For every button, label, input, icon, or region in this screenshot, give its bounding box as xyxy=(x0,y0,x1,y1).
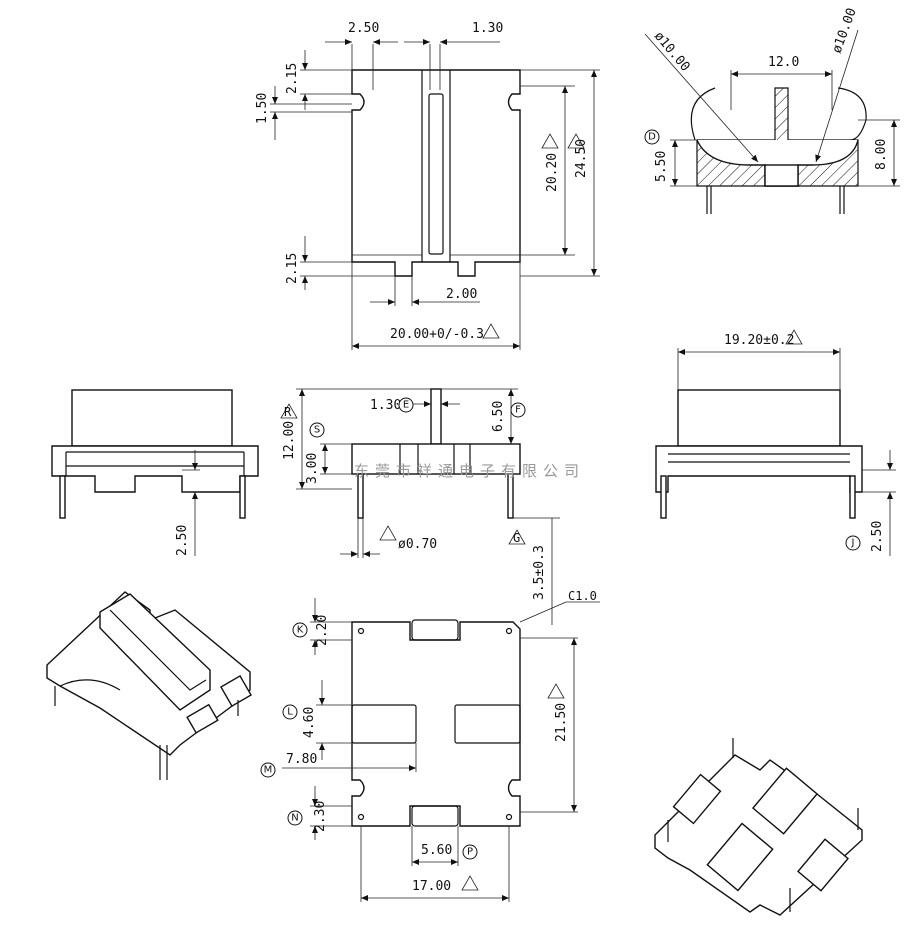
dim-7-80: 7.80 xyxy=(286,752,317,767)
dim-8-00: 8.00 xyxy=(874,139,889,170)
dim-dia-10-left: ø10.00 xyxy=(651,29,693,75)
mark-L: L xyxy=(287,707,293,718)
dim-2-15-bottom: 2.15 xyxy=(285,253,300,284)
iso-view-left xyxy=(46,591,252,780)
dim-3-00: 3.00 xyxy=(305,453,320,484)
section-view: ø10.00 ø10.00 12.0 5.50 D 8.00 xyxy=(644,6,900,214)
dim-24-50: 24.50 xyxy=(574,139,589,178)
mark-N: N xyxy=(291,813,298,824)
dim-12-0: 12.0 xyxy=(768,55,799,70)
mark-G: G xyxy=(513,531,520,545)
mark-K: K xyxy=(297,625,304,636)
top-view: 2.50 1.30 2.15 1.50 20.20 24.50 2.15 xyxy=(255,21,600,350)
dim-6-50: 6.50 xyxy=(491,401,506,432)
mark-M: M xyxy=(264,765,273,776)
bottom-pad-bottom xyxy=(411,805,459,827)
top-view-center-slot xyxy=(428,93,444,255)
mark-F: F xyxy=(515,405,521,416)
mark-E: E xyxy=(403,400,409,411)
dim-2-20: 2.20 xyxy=(315,615,330,646)
mark-S: S xyxy=(314,425,320,436)
mark-D: D xyxy=(648,132,656,143)
side-view-left: 2.50 xyxy=(51,389,259,556)
top-view-outline xyxy=(351,69,521,277)
dim-2-00: 2.00 xyxy=(446,287,477,302)
note-c1-0: C1.0 xyxy=(568,589,597,603)
dim-19-20: 19.20±0.2 xyxy=(724,333,794,348)
dim-2-50-top: 2.50 xyxy=(348,21,379,36)
dim-3-5: 3.5±0.3 xyxy=(532,545,547,600)
front-view: 东莞市祥通电子有限公司 1.30 E 6.50 F 12.00 R 3.00 S… xyxy=(280,388,585,625)
dim-21-50: 21.50 xyxy=(554,703,569,742)
bottom-pad-top xyxy=(411,619,459,641)
dim-17-00: 17.00 xyxy=(412,879,451,894)
mark-P: P xyxy=(467,847,473,858)
dim-2-50-left-side: 2.50 xyxy=(175,525,190,556)
side-view-right: 19.20±0.2 2.50 J xyxy=(655,329,896,556)
dim-dia-0-70: ø0.70 xyxy=(398,537,437,552)
bottom-pad-left xyxy=(351,704,417,744)
dim-1-30-front: 1.30 xyxy=(370,398,401,413)
bottom-view: C1.0 2.20 K 4.60 L 7.80 M 21.50 2.30 N xyxy=(260,589,600,902)
dim-20-00: 20.00+0/-0.3 xyxy=(390,327,484,342)
mark-J: J xyxy=(851,538,855,549)
dim-12-00: 12.00 xyxy=(282,421,297,460)
mark-R: R xyxy=(284,405,292,419)
dim-20-20: 20.20 xyxy=(545,153,560,192)
iso-view-right xyxy=(654,738,863,916)
dim-5-60: 5.60 xyxy=(421,843,452,858)
dim-4-60: 4.60 xyxy=(302,707,317,738)
company-watermark: 东莞市祥通电子有限公司 xyxy=(354,462,585,480)
bottom-pad-right xyxy=(454,704,521,744)
bottom-view-outline xyxy=(351,621,521,827)
dim-dia-10-right: ø10.00 xyxy=(830,6,860,55)
dim-1-50: 1.50 xyxy=(255,93,270,124)
dim-2-30: 2.30 xyxy=(313,801,328,832)
dim-2-50-right-side: 2.50 xyxy=(870,521,885,552)
dim-5-50: 5.50 xyxy=(654,151,669,182)
dim-1-30-top: 1.30 xyxy=(472,21,503,36)
dim-2-15-top: 2.15 xyxy=(285,63,300,94)
